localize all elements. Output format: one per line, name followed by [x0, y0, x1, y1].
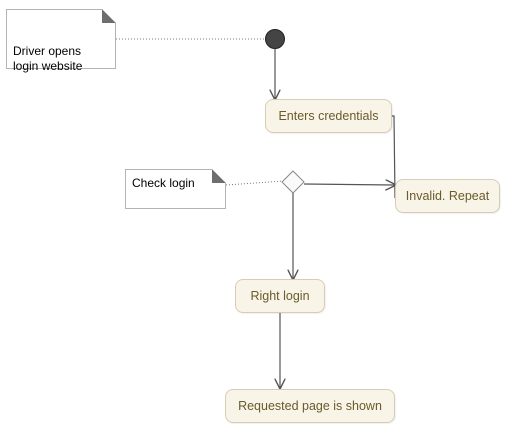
- check-note-connector: [225, 180, 285, 186]
- note-fold-icon: [212, 169, 226, 183]
- note-fold-icon: [102, 9, 116, 23]
- edge-decision-to-invalid: [303, 184, 395, 185]
- action-right-login[interactable]: Right login: [235, 279, 325, 313]
- initial-node: [265, 29, 285, 49]
- action-invalid-repeat[interactable]: Invalid. Repeat: [395, 179, 500, 213]
- decision-node: [281, 170, 305, 194]
- action-enters-credentials[interactable]: Enters credentials: [265, 99, 392, 133]
- start-note-text: Driver opens login website: [13, 44, 83, 73]
- start-note: Driver opens login website: [6, 9, 116, 73]
- check-note-text: Check login: [132, 176, 195, 190]
- action-requested-page[interactable]: Requested page is shown: [225, 389, 395, 423]
- check-note: Check login: [125, 169, 226, 209]
- edge-enters-to-invalid: [392, 115, 396, 199]
